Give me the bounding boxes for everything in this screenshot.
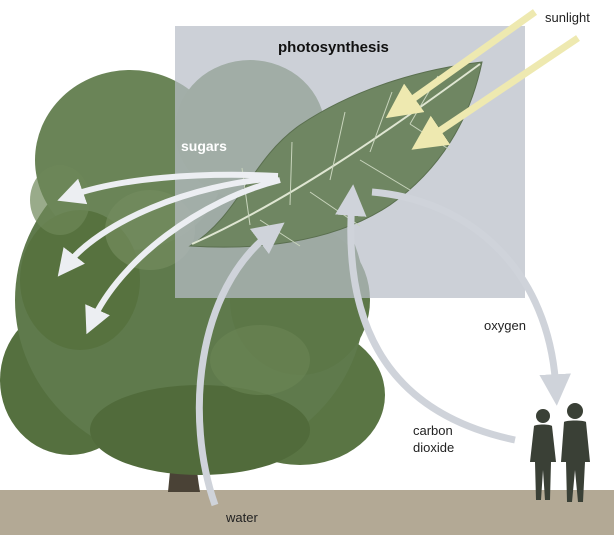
water-label: water [226,510,258,525]
carbon-dioxide-label-line1: carbon [413,423,453,438]
sunlight-label: sunlight [545,10,590,25]
sugars-label: sugars [181,138,227,154]
oxygen-label: oxygen [484,318,526,333]
water-arrow [195,222,285,507]
carbon-dioxide-label-line2: dioxide [413,440,455,455]
sunlight-arrow [385,9,538,119]
sugar-arrow [57,171,279,205]
ground [0,490,614,535]
carbon-dioxide-arrow [335,184,516,444]
diagram-title: photosynthesis [278,39,389,56]
oxygen-arrow [371,188,571,406]
sugar-arrow [85,177,281,335]
sugar-arrow [57,175,279,277]
people-silhouette [530,403,590,502]
sunlight-arrow [411,35,580,150]
